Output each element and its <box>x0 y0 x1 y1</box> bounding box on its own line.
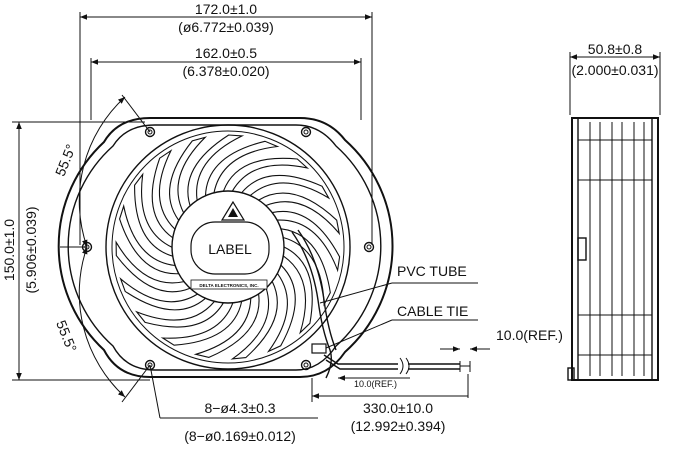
impeller-blade <box>266 264 296 353</box>
fan-frame-outer <box>57 117 394 378</box>
pvc-tube-label: PVC TUBE <box>397 263 467 279</box>
front-view: LABEL DELTA ELECTRONICS, INC. <box>12 12 563 419</box>
angle-top-text: 55.5° <box>52 142 79 178</box>
delta-logo <box>220 200 246 221</box>
impeller-blade <box>160 300 243 346</box>
impeller-blade <box>151 149 176 239</box>
impeller-blade <box>240 175 331 200</box>
mounting-holes <box>81 126 375 371</box>
inner-width-text: 162.0±0.5 <box>195 45 257 61</box>
impeller-blades <box>115 134 341 360</box>
cable <box>291 229 471 379</box>
impeller-blade <box>134 172 174 257</box>
height-text: 150.0±1.0 <box>1 219 17 281</box>
holes-in-text: (8−ø0.169±0.012) <box>184 428 296 444</box>
lead-length-in-text: (12.992±0.394) <box>351 418 446 434</box>
impeller-blade <box>134 300 225 328</box>
height-in-text: (5.906±0.039) <box>23 206 39 293</box>
impeller-blade <box>257 192 341 236</box>
outer-diameter-text: 172.0±1.0 <box>195 1 257 17</box>
impeller-blade <box>168 136 208 222</box>
impeller-blade <box>193 293 260 358</box>
impeller-blade <box>271 210 341 273</box>
depth-text: 50.8±0.8 <box>588 41 643 57</box>
impeller-blade <box>204 140 280 197</box>
outer-diameter-in-text: (ø6.772±0.039) <box>178 19 274 35</box>
impeller-blade <box>282 246 313 335</box>
impeller-blade <box>222 157 310 192</box>
label-text: LABEL <box>208 241 252 257</box>
angle-arc-top <box>78 96 126 248</box>
brand-text: DELTA ELECTRONICS, INC. <box>199 283 258 288</box>
impeller-blade <box>187 134 245 207</box>
small-ref-label: 10.0(REF.) <box>354 379 397 389</box>
label-area <box>190 221 270 275</box>
lead-length-text: 330.0±10.0 <box>363 400 433 416</box>
inner-width-in-text: (6.378±0.020) <box>182 63 269 79</box>
depth-in-text: (2.000±0.031) <box>571 62 658 78</box>
cable-tie-label: CABLE TIE <box>397 303 468 319</box>
strip-ref-label: 10.0(REF.) <box>496 327 563 343</box>
side-view <box>567 52 661 381</box>
angle-bottom-text: 55.5° <box>53 318 80 354</box>
holes-text: 8−ø4.3±0.3 <box>204 400 275 416</box>
cable-tie <box>311 343 327 354</box>
impeller-blade <box>230 280 278 360</box>
angle-arc-bottom <box>78 246 126 398</box>
